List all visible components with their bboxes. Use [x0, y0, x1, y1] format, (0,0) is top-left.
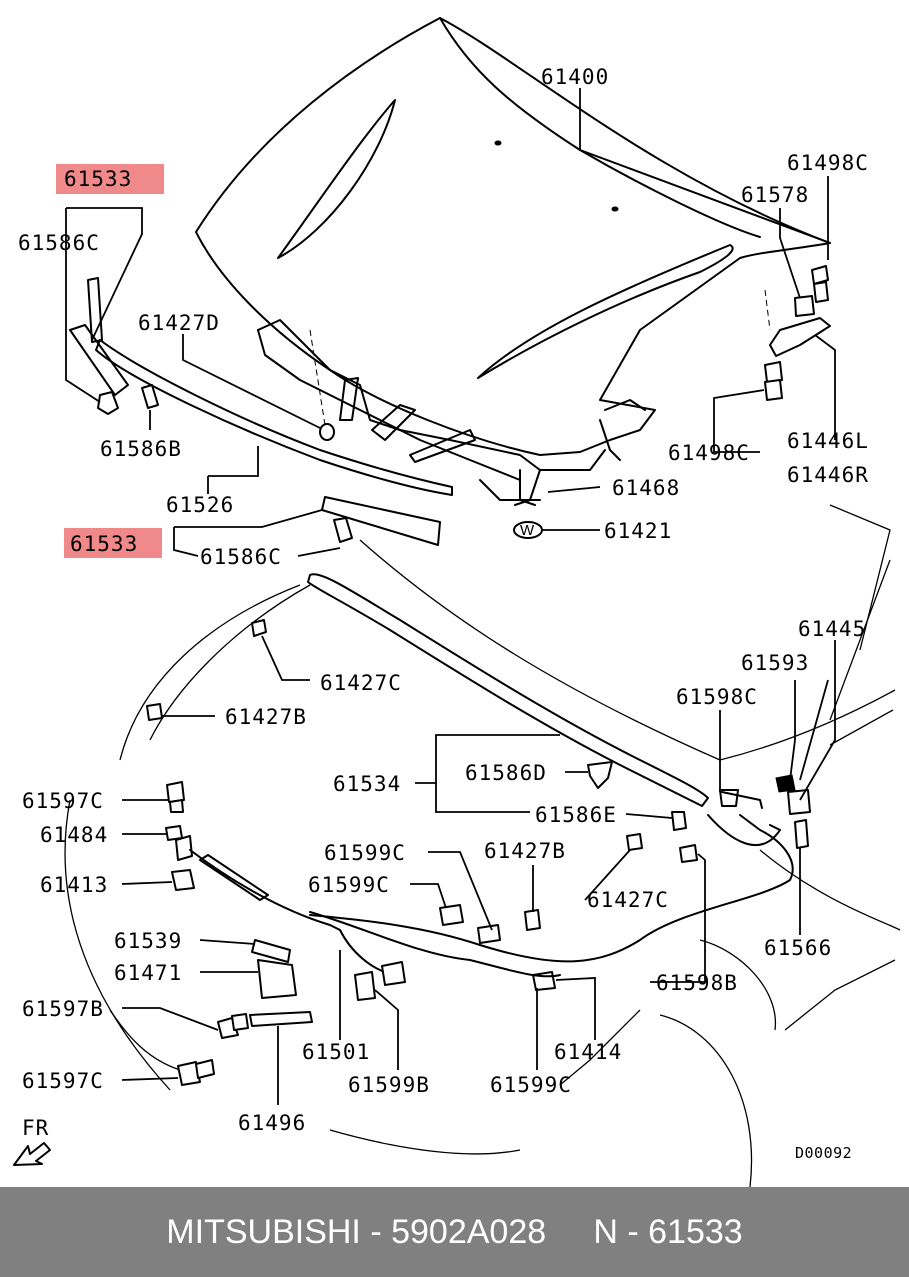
label-61586b[interactable]: 61586B — [100, 437, 182, 461]
label-61413[interactable]: 61413 — [40, 873, 108, 897]
leader-lines — [65, 88, 836, 1105]
release-cable-seal — [307, 573, 709, 831]
highlight-61533-top — [56, 164, 164, 194]
label-61501[interactable]: 61501 — [302, 1040, 370, 1064]
label-61498c-top[interactable]: 61498C — [787, 151, 869, 175]
label-61471[interactable]: 61471 — [114, 961, 182, 985]
label-61484[interactable]: 61484 — [40, 823, 108, 847]
label-61566[interactable]: 61566 — [764, 936, 832, 960]
footer-n-label: N - 61533 — [593, 1212, 743, 1251]
front-direction-indicator: FR — [13, 1116, 51, 1166]
label-61597c-top[interactable]: 61597C — [22, 789, 104, 813]
label-61597b[interactable]: 61597B — [22, 997, 104, 1021]
highlight-61533-bottom — [64, 528, 162, 558]
label-61599b[interactable]: 61599B — [348, 1073, 430, 1097]
release-handle — [177, 939, 313, 1086]
label-61597c-bottom[interactable]: 61597C — [22, 1069, 104, 1093]
clips — [146, 619, 811, 1001]
label-61498c-mid[interactable]: 61498C — [668, 441, 750, 465]
part-info-footer: MITSUBISHI - 5902A028 N - 61533 — [0, 1187, 909, 1277]
part-labels: 61400 61533 61498C 61578 61586C 61427D 6… — [18, 65, 869, 1135]
label-61414[interactable]: 61414 — [554, 1040, 622, 1064]
label-61427c-mid[interactable]: 61427C — [587, 888, 669, 912]
hood-hinge — [764, 265, 831, 401]
label-61496[interactable]: 61496 — [238, 1111, 306, 1135]
diagram-code: D00092 — [795, 1144, 852, 1162]
label-61427c-top[interactable]: 61427C — [320, 671, 402, 695]
label-61598c[interactable]: 61598C — [676, 685, 758, 709]
hood-emblem: W — [513, 521, 543, 539]
hood-release-cable — [189, 791, 794, 986]
footer-brand: MITSUBISHI — [166, 1212, 361, 1251]
label-61468[interactable]: 61468 — [612, 476, 680, 500]
label-61533-top[interactable]: 61533 — [64, 167, 132, 191]
svg-text:W: W — [520, 522, 535, 539]
label-61421[interactable]: 61421 — [604, 519, 672, 543]
label-61427d[interactable]: 61427D — [138, 311, 220, 335]
label-61599c-b[interactable]: 61599C — [308, 873, 390, 897]
label-61427b-mid[interactable]: 61427B — [484, 839, 566, 863]
label-61586c-top[interactable]: 61586C — [18, 231, 100, 255]
label-61598b[interactable]: 61598B — [656, 971, 738, 995]
label-61586c-bottom[interactable]: 61586C — [200, 545, 282, 569]
label-61578[interactable]: 61578 — [741, 183, 809, 207]
label-61539[interactable]: 61539 — [114, 929, 182, 953]
engine-bay-outline — [64, 504, 901, 1187]
label-61427b-top[interactable]: 61427B — [225, 705, 307, 729]
label-61599c-c[interactable]: 61599C — [490, 1073, 572, 1097]
label-61593[interactable]: 61593 — [741, 651, 809, 675]
label-61599c-a[interactable]: 61599C — [324, 841, 406, 865]
hood-parts-diagram: W — [13, 17, 901, 1187]
footer-part-number[interactable]: 5902A028 — [391, 1212, 547, 1251]
hood-weatherstrip — [69, 277, 453, 546]
footer-gap — [546, 1213, 593, 1252]
front-arrow-icon — [13, 1142, 51, 1166]
hood-panel — [195, 17, 831, 506]
fr-label: FR — [22, 1116, 49, 1140]
label-61400[interactable]: 61400 — [541, 65, 609, 89]
label-61534[interactable]: 61534 — [333, 772, 401, 796]
label-61446r[interactable]: 61446R — [787, 463, 869, 487]
label-61446l[interactable]: 61446L — [787, 429, 869, 453]
label-61445[interactable]: 61445 — [798, 617, 866, 641]
footer-separator: - — [360, 1212, 392, 1251]
label-61533-bottom[interactable]: 61533 — [70, 532, 138, 556]
label-61526[interactable]: 61526 — [166, 493, 234, 517]
label-61586d[interactable]: 61586D — [465, 761, 547, 785]
label-61586e[interactable]: 61586E — [535, 803, 617, 827]
